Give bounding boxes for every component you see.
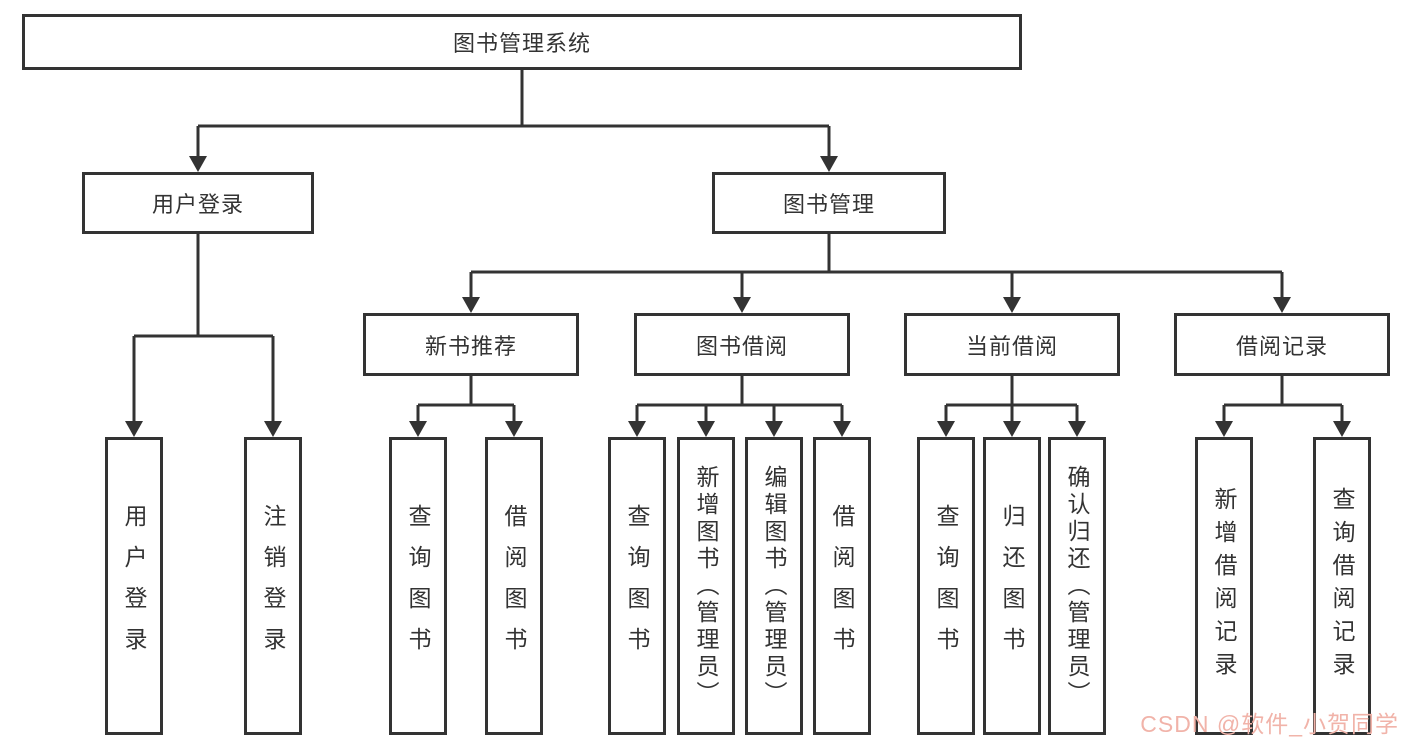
node-label: 查询图书	[405, 504, 431, 668]
leaf-borrow-books: 借阅图书	[813, 437, 871, 735]
arrowhead-icon	[833, 421, 851, 437]
arrowhead-icon	[820, 156, 838, 172]
arrowhead-icon	[505, 421, 523, 437]
arrowhead-icon	[733, 297, 751, 313]
node-new-book-recommend: 新书推荐	[363, 313, 579, 376]
arrowhead-icon	[697, 421, 715, 437]
node-label: 新增图书（管理员）	[693, 464, 719, 708]
node-user-login: 用户登录	[82, 172, 314, 234]
arrowhead-icon	[1215, 421, 1233, 437]
leaf-logout: 注销登录	[244, 437, 302, 735]
arrowhead-icon	[628, 421, 646, 437]
leaf-query-books: 查询图书	[389, 437, 447, 735]
arrowhead-icon	[462, 297, 480, 313]
node-label: 新增借阅记录	[1211, 487, 1237, 685]
arrowhead-icon	[1333, 421, 1351, 437]
node-label: 图书管理系统	[452, 31, 591, 56]
arrowhead-icon	[125, 421, 143, 437]
node-label: 图书管理	[782, 192, 875, 217]
connector-line	[469, 234, 1284, 300]
node-label: 借阅图书	[829, 504, 855, 668]
connector-line	[132, 234, 275, 424]
node-label: 用户登录	[121, 504, 147, 668]
node-label: 图书借阅	[695, 333, 788, 359]
node-label: 新书推荐	[424, 333, 517, 359]
connector-line	[196, 70, 831, 160]
leaf-query-books: 查询图书	[608, 437, 666, 735]
leaf-query-borrow-record: 查询借阅记录	[1313, 437, 1371, 735]
node-label: 归还图书	[999, 504, 1025, 668]
leaf-return-books: 归还图书	[983, 437, 1041, 735]
node-label: 编辑图书（管理员）	[761, 464, 787, 708]
node-label: 借阅记录	[1235, 333, 1328, 359]
node-label: 查询借阅记录	[1329, 487, 1355, 685]
arrowhead-icon	[1003, 297, 1021, 313]
leaf-user-login: 用户登录	[105, 437, 163, 735]
node-book-borrowing: 图书借阅	[634, 313, 850, 376]
leaf-borrow-books: 借阅图书	[485, 437, 543, 735]
node-label: 查询图书	[933, 504, 959, 668]
node-borrowing-records: 借阅记录	[1174, 313, 1390, 376]
arrowhead-icon	[765, 421, 783, 437]
node-current-borrowing: 当前借阅	[904, 313, 1120, 376]
arrowhead-icon	[189, 156, 207, 172]
node-label: 用户登录	[151, 192, 244, 217]
node-label: 查询图书	[624, 504, 650, 668]
arrowhead-icon	[409, 421, 427, 437]
connector-line	[416, 376, 516, 424]
arrowhead-icon	[937, 421, 955, 437]
leaf-confirm-return-admin: 确认归还（管理员）	[1048, 437, 1106, 735]
leaf-add-books-admin: 新增图书（管理员）	[677, 437, 735, 735]
node-label: 确认归还（管理员）	[1064, 464, 1090, 708]
connector-line	[1222, 376, 1344, 424]
csdn-watermark: CSDN @软件_小贺同学	[1140, 711, 1399, 737]
node-library-management-system: 图书管理系统	[22, 14, 1022, 70]
connector-line	[944, 376, 1079, 424]
leaf-edit-books-admin: 编辑图书（管理员）	[745, 437, 803, 735]
leaf-add-borrow-record: 新增借阅记录	[1195, 437, 1253, 735]
arrowhead-icon	[1068, 421, 1086, 437]
arrowhead-icon	[1273, 297, 1291, 313]
connector-line	[635, 376, 844, 424]
node-label: 当前借阅	[965, 333, 1058, 359]
arrowhead-icon	[1003, 421, 1021, 437]
leaf-query-books: 查询图书	[917, 437, 975, 735]
arrowhead-icon	[264, 421, 282, 437]
node-label: 注销登录	[260, 504, 286, 668]
node-book-management: 图书管理	[712, 172, 946, 234]
node-label: 借阅图书	[501, 504, 527, 668]
